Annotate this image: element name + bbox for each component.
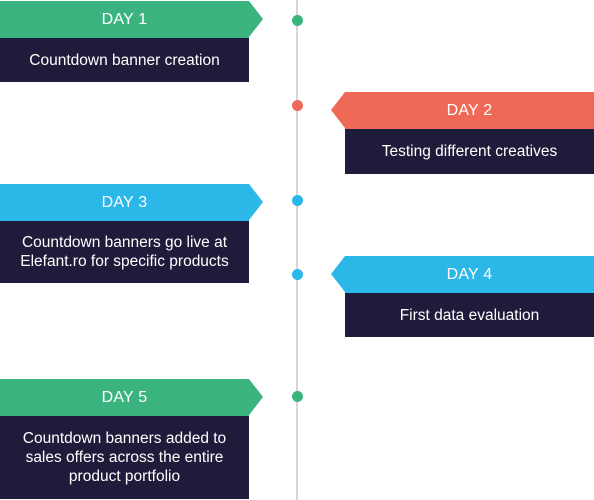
day-label-4: DAY 4 xyxy=(331,256,594,293)
timeline-card-day-1: DAY 1 Countdown banner creation xyxy=(0,1,263,82)
day-label-text: DAY 1 xyxy=(101,10,148,28)
timeline-dot-day-1 xyxy=(291,14,303,26)
day-description-text: Countdown banners added to sales offers … xyxy=(22,430,227,485)
timeline-dot-day-3 xyxy=(291,194,303,206)
day-description-3: Countdown banners go live at Elefant.ro … xyxy=(0,221,249,283)
day-label-text: DAY 3 xyxy=(101,193,148,211)
timeline-line xyxy=(296,0,298,500)
day-description-2: Testing different creatives xyxy=(345,129,594,174)
day-description-text: Countdown banners go live at Elefant.ro … xyxy=(20,234,229,270)
day-label-text: DAY 2 xyxy=(446,101,493,119)
day-description-text: Testing different creatives xyxy=(381,143,558,160)
timeline-card-day-2: DAY 2 Testing different creatives xyxy=(331,92,594,174)
day-label-1: DAY 1 xyxy=(0,1,263,38)
timeline-card-day-4: DAY 4 First data evaluation xyxy=(331,256,594,337)
day-label-3: DAY 3 xyxy=(0,184,263,221)
timeline-dot-day-4 xyxy=(291,268,303,280)
day-description-4: First data evaluation xyxy=(345,293,594,337)
day-description-text: First data evaluation xyxy=(399,306,540,324)
day-label-text: DAY 5 xyxy=(101,388,148,406)
day-label-2: DAY 2 xyxy=(331,92,594,129)
day-label-5: DAY 5 xyxy=(0,379,263,416)
timeline-card-day-5: DAY 5 Countdown banners added to sales o… xyxy=(0,379,263,499)
timeline-dot-day-2 xyxy=(291,99,303,111)
day-description-1: Countdown banner creation xyxy=(0,38,249,82)
day-description-5: Countdown banners added to sales offers … xyxy=(0,416,249,499)
day-label-text: DAY 4 xyxy=(446,265,493,283)
timeline-dot-day-5 xyxy=(291,390,303,402)
timeline-card-day-3: DAY 3 Countdown banners go live at Elefa… xyxy=(0,184,263,283)
day-description-text: Countdown banner creation xyxy=(29,51,220,69)
